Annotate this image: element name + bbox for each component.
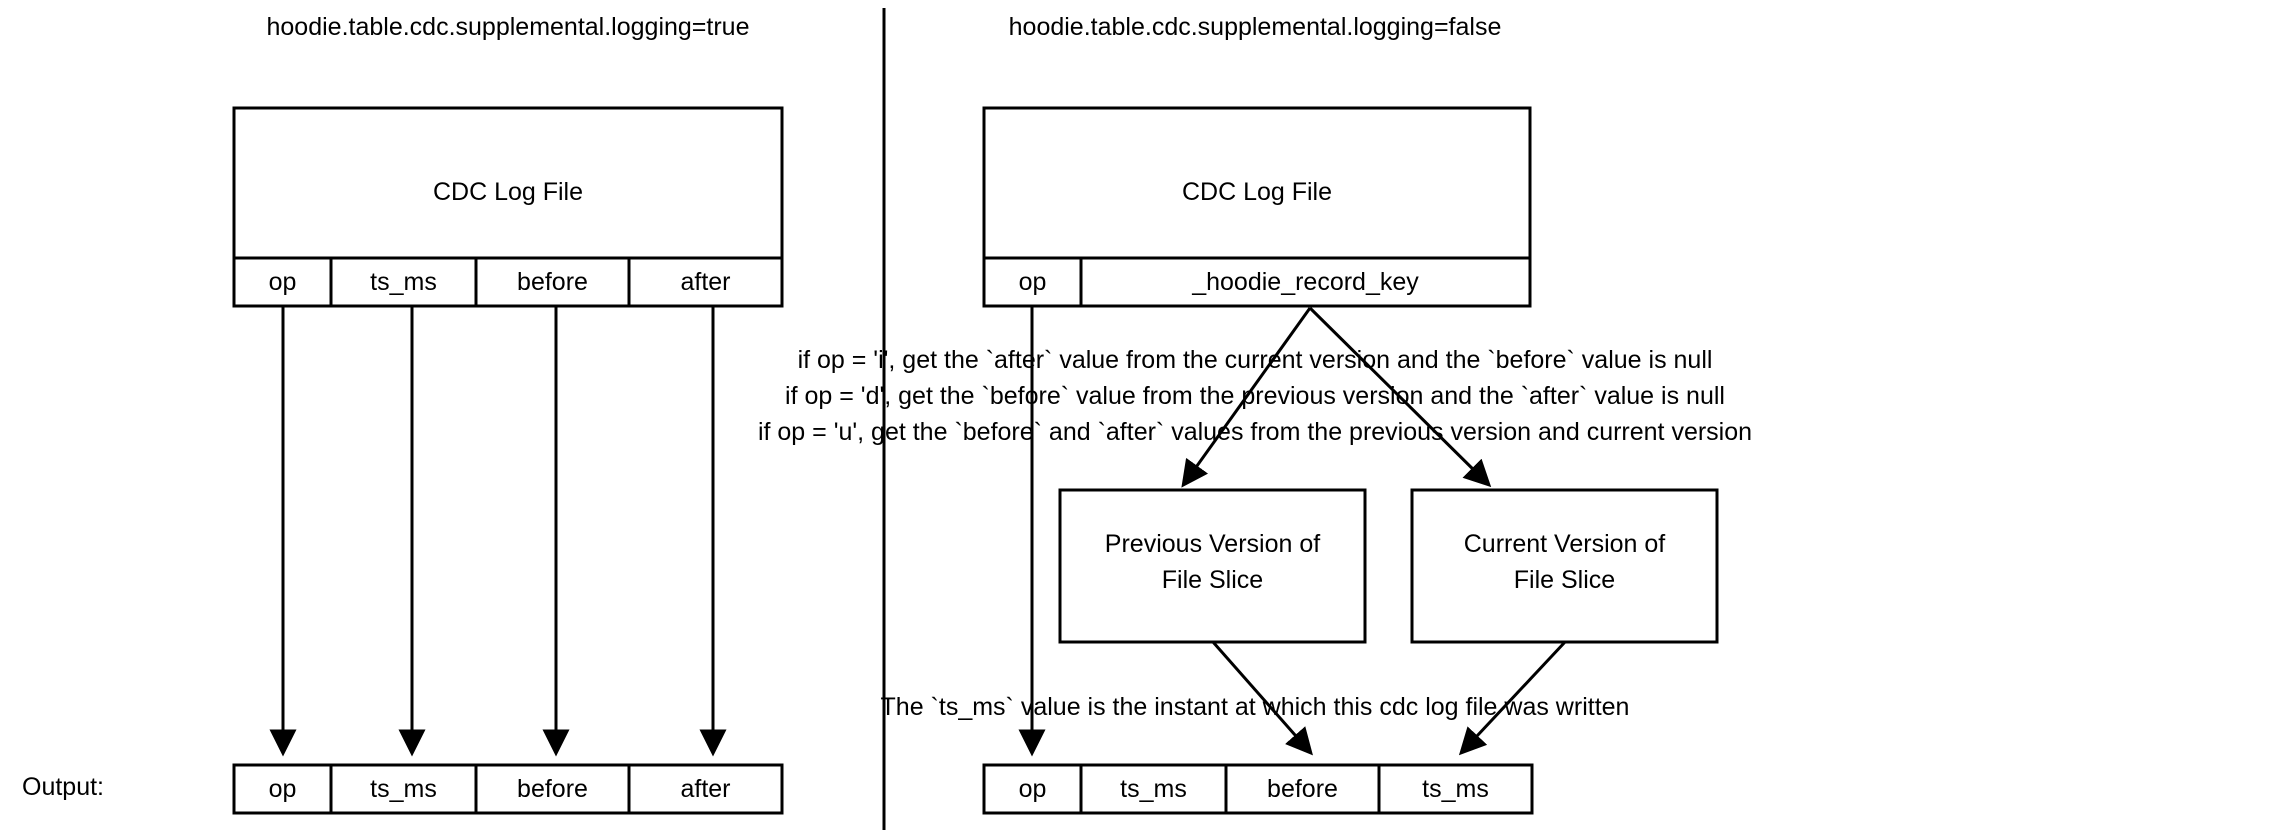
left-output-label-ts-ms: ts_ms	[370, 775, 437, 803]
right-output-cell-ts-ms-2	[1377, 763, 1534, 815]
right-output-cell-op	[982, 763, 1083, 815]
current-version-box	[1410, 488, 1719, 644]
right-connector-to-previous-version	[1181, 307, 1312, 488]
left-output-cell-ts-ms	[329, 763, 478, 815]
output-label: Output:	[22, 773, 104, 801]
ts-ms-note: The `ts_ms` value is the instant at whic…	[881, 693, 1630, 721]
current-version-label-line1: Current Version of	[1464, 530, 1666, 558]
right-log-header-cell-op	[982, 256, 1083, 308]
right-output-label-ts-ms-2: ts_ms	[1422, 775, 1489, 803]
current-version-to-ts-ms-connector	[1458, 640, 1567, 756]
right-output-label-op: op	[1019, 775, 1047, 803]
left-log-header-label-after: after	[680, 268, 730, 296]
current-version-label-line2: File Slice	[1514, 566, 1615, 594]
rule-line-insert: if op = 'i', get the `after` value from …	[798, 346, 1713, 374]
rule-line-delete: if op = 'd', get the `before` value from…	[785, 382, 1725, 410]
left-output-label-op: op	[269, 775, 297, 803]
right-output-cell-before	[1224, 763, 1381, 815]
left-log-header-label-op: op	[269, 268, 297, 296]
previous-version-box	[1058, 488, 1367, 644]
left-panel-heading: hoodie.table.cdc.supplemental.logging=tr…	[267, 13, 750, 41]
previous-version-to-before-connector	[1211, 641, 1313, 756]
right-cdc-log-file-body	[982, 106, 1532, 260]
right-cdc-log-file-title: CDC Log File	[1182, 178, 1332, 206]
right-output-label-ts-ms-1: ts_ms	[1120, 775, 1187, 803]
right-connector-to-current-version	[1308, 306, 1492, 488]
previous-version-label-line1: Previous Version of	[1105, 530, 1320, 558]
left-log-header-cell-op	[232, 256, 333, 308]
left-log-header-cell-ts-ms	[329, 256, 478, 308]
left-log-header-label-before: before	[517, 268, 588, 296]
rule-line-update: if op = 'u', get the `before` and `after…	[758, 418, 1752, 446]
left-output-label-after: after	[680, 775, 730, 803]
previous-version-label-line2: File Slice	[1162, 566, 1263, 594]
right-log-header-label-record-key: _hoodie_record_key	[1191, 268, 1419, 296]
left-cdc-log-file-title: CDC Log File	[433, 178, 583, 206]
right-panel-heading: hoodie.table.cdc.supplemental.logging=fa…	[1009, 13, 1502, 41]
right-log-header-cell-record-key	[1079, 256, 1532, 308]
left-output-cell-after	[627, 763, 784, 815]
right-log-header-label-op: op	[1019, 268, 1047, 296]
left-output-label-before: before	[517, 775, 588, 803]
right-output-label-before: before	[1267, 775, 1338, 803]
right-output-cell-ts-ms-1	[1079, 763, 1228, 815]
left-log-header-label-ts-ms: ts_ms	[370, 268, 437, 296]
left-log-header-cell-after	[627, 256, 784, 308]
